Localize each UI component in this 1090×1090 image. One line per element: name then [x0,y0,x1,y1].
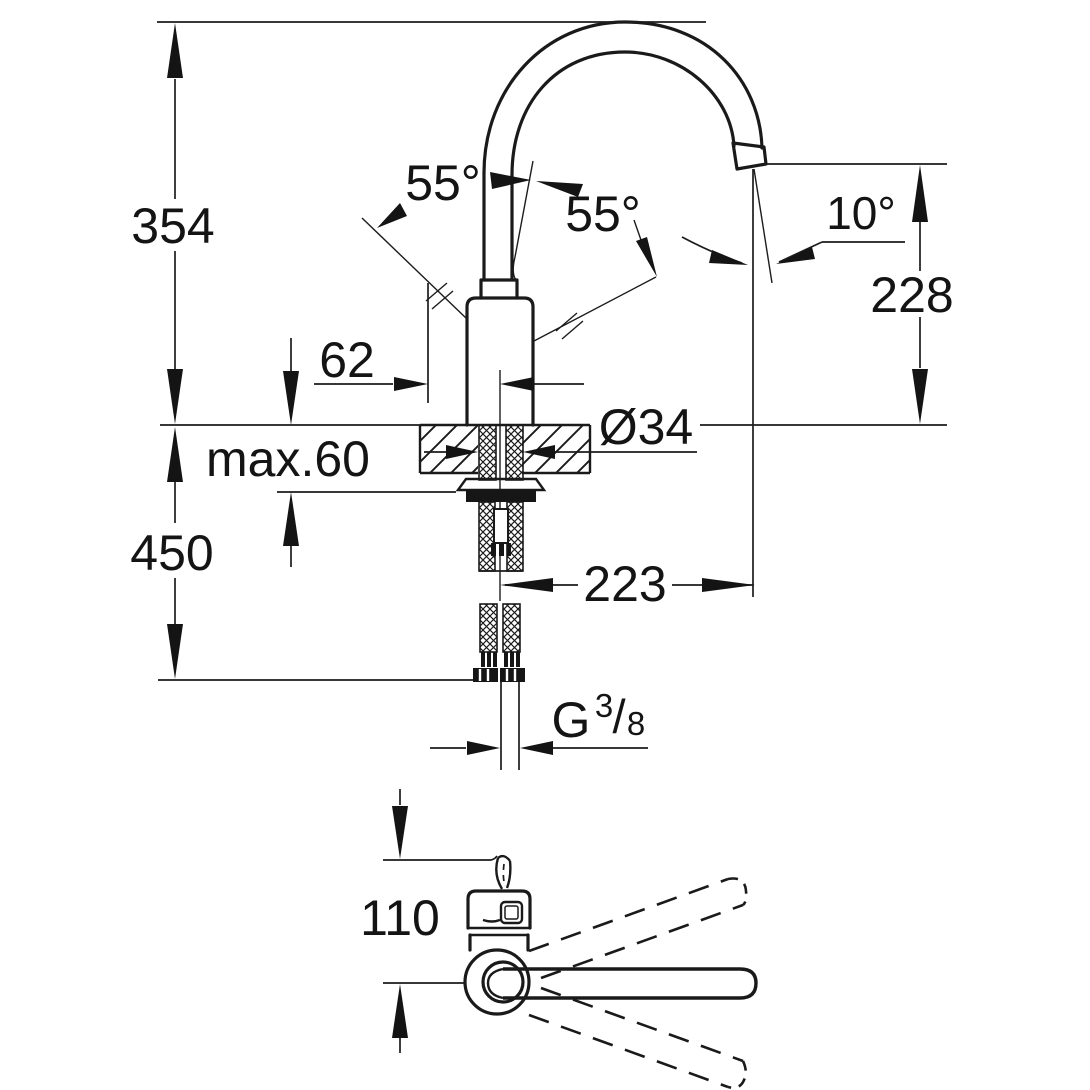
dim-spout-height-label: 228 [870,267,953,323]
thread-tail-pipe [500,682,520,770]
handle-position-center [503,967,758,1000]
dim-max-thickness-label: max.60 [206,431,370,487]
top-view-head [466,889,532,930]
thread-denominator: 8 [627,705,645,742]
spout-riser [482,171,514,282]
dim-hole-diameter: Ø34 [424,399,697,459]
spout-nozzle [731,141,768,171]
thread-prefix: G [552,692,591,748]
dim-overall-height: 354 [131,21,706,424]
dim-spray-angle: 10° [681,168,905,284]
top-view-button [499,900,524,925]
faucet-side-view [418,20,768,770]
faucet-top-view [463,854,758,1089]
shank-crimp [491,543,511,556]
dim-overall-height-label: 354 [131,198,214,254]
thread-slash: / [612,690,626,743]
body [465,296,535,427]
swivel-left-axis [361,217,468,320]
swivel-right-axis [533,276,657,342]
spout-outer-curve [482,20,764,175]
hose-crimp-bars [481,652,520,667]
handle-pivot-boss [481,960,525,1004]
handle-position-down [528,986,748,1089]
mounting-flange [455,477,547,492]
dim-spout-height: 228 [700,163,954,426]
dim-hole-diameter-label: Ø34 [599,399,694,455]
dim-handle-length-label: 110 [360,890,440,946]
dim-spray-angle-label: 10° [826,187,896,239]
dim-swivel-right-label: 55° [565,186,641,242]
dim-center-offset: 62 [314,283,584,403]
top-view-neck [468,933,530,952]
dim-spout-reach: 223 [500,169,755,612]
spout-inner-curve [510,50,736,177]
dim-handle-length: 110 [360,789,498,1053]
dim-swivel-right: 55° [533,186,657,342]
top-view-spout-tip [495,854,512,890]
dim-center-offset-label: 62 [319,332,375,388]
dim-swivel-left-label: 55° [405,155,481,211]
locknut [466,490,536,502]
dim-below-counter-label: 450 [130,525,213,581]
dim-swivel-left: 55° [361,155,583,320]
spray-direction-line [753,168,773,284]
supply-hoses-hatch [479,603,521,653]
dim-max-counter-thickness: max.60 [206,338,456,567]
dim-spout-reach-label: 223 [583,556,666,612]
countertop-outline [418,423,592,475]
dim-below-counter-height: 450 [130,424,473,681]
thread-numerator: 3 [595,687,613,724]
swivel-arrow-right [536,181,583,197]
dim-thread-size: G 3 / 8 [430,687,648,755]
shank-inner-tube [493,508,509,544]
countertop-cross-section [420,425,590,473]
swivel-arrow-left [490,172,531,189]
body-cap [479,278,519,300]
handle-lever-line [512,160,534,281]
handle-position-up [528,877,748,980]
handle-pivot-outer [463,948,531,1016]
hose-nuts [473,668,525,682]
